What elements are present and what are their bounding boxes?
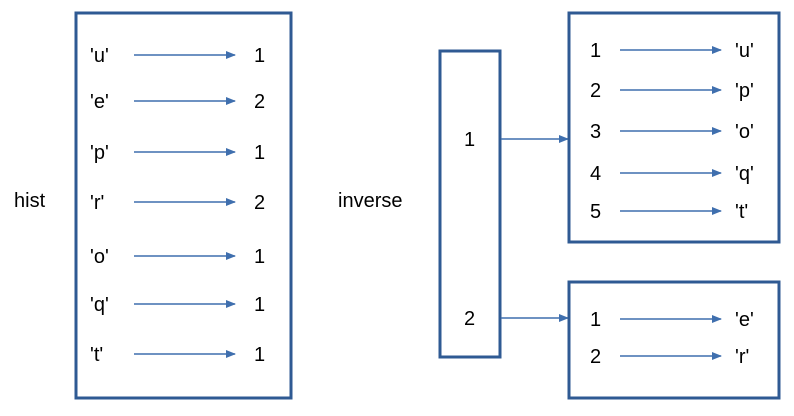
- list-index: 4: [590, 163, 601, 185]
- hist-key: 'e': [90, 91, 109, 113]
- hist-key: 'p': [90, 142, 109, 164]
- hist-key: 'u': [90, 45, 109, 67]
- hist-value: 1: [254, 344, 265, 366]
- hist-value: 1: [254, 294, 265, 316]
- list-index: 3: [590, 121, 601, 143]
- hist-key: 'q': [90, 294, 109, 316]
- list-frame-1: [567, 11, 781, 244]
- hist-key: 't': [90, 344, 103, 366]
- hist-value: 1: [254, 45, 265, 67]
- list-value: 't': [735, 201, 748, 223]
- hist-value: 1: [254, 246, 265, 268]
- list-index: 1: [590, 309, 601, 331]
- list-value: 'q': [735, 163, 754, 185]
- inverse-dict-frame: [438, 49, 502, 359]
- list-value: 'u': [735, 40, 754, 62]
- inverse-label: inverse: [338, 190, 402, 212]
- hist-value: 1: [254, 142, 265, 164]
- list-index: 1: [590, 40, 601, 62]
- hist-dict-frame: [74, 11, 293, 400]
- list-value: 'r': [735, 346, 749, 368]
- list-frame-2: [567, 280, 781, 400]
- list-value: 'o': [735, 121, 754, 143]
- list-value: 'p': [735, 80, 754, 102]
- list-index: 5: [590, 201, 601, 223]
- hist-value: 2: [254, 91, 265, 113]
- hist-key: 'r': [90, 192, 104, 214]
- hist-label: hist: [14, 190, 46, 212]
- list-index: 2: [590, 346, 601, 368]
- list-index: 2: [590, 80, 601, 102]
- list-value: 'e': [735, 309, 754, 331]
- hist-key: 'o': [90, 246, 109, 268]
- inverse-key: 2: [464, 308, 475, 330]
- inverse-key: 1: [464, 129, 475, 151]
- hist-value: 2: [254, 192, 265, 214]
